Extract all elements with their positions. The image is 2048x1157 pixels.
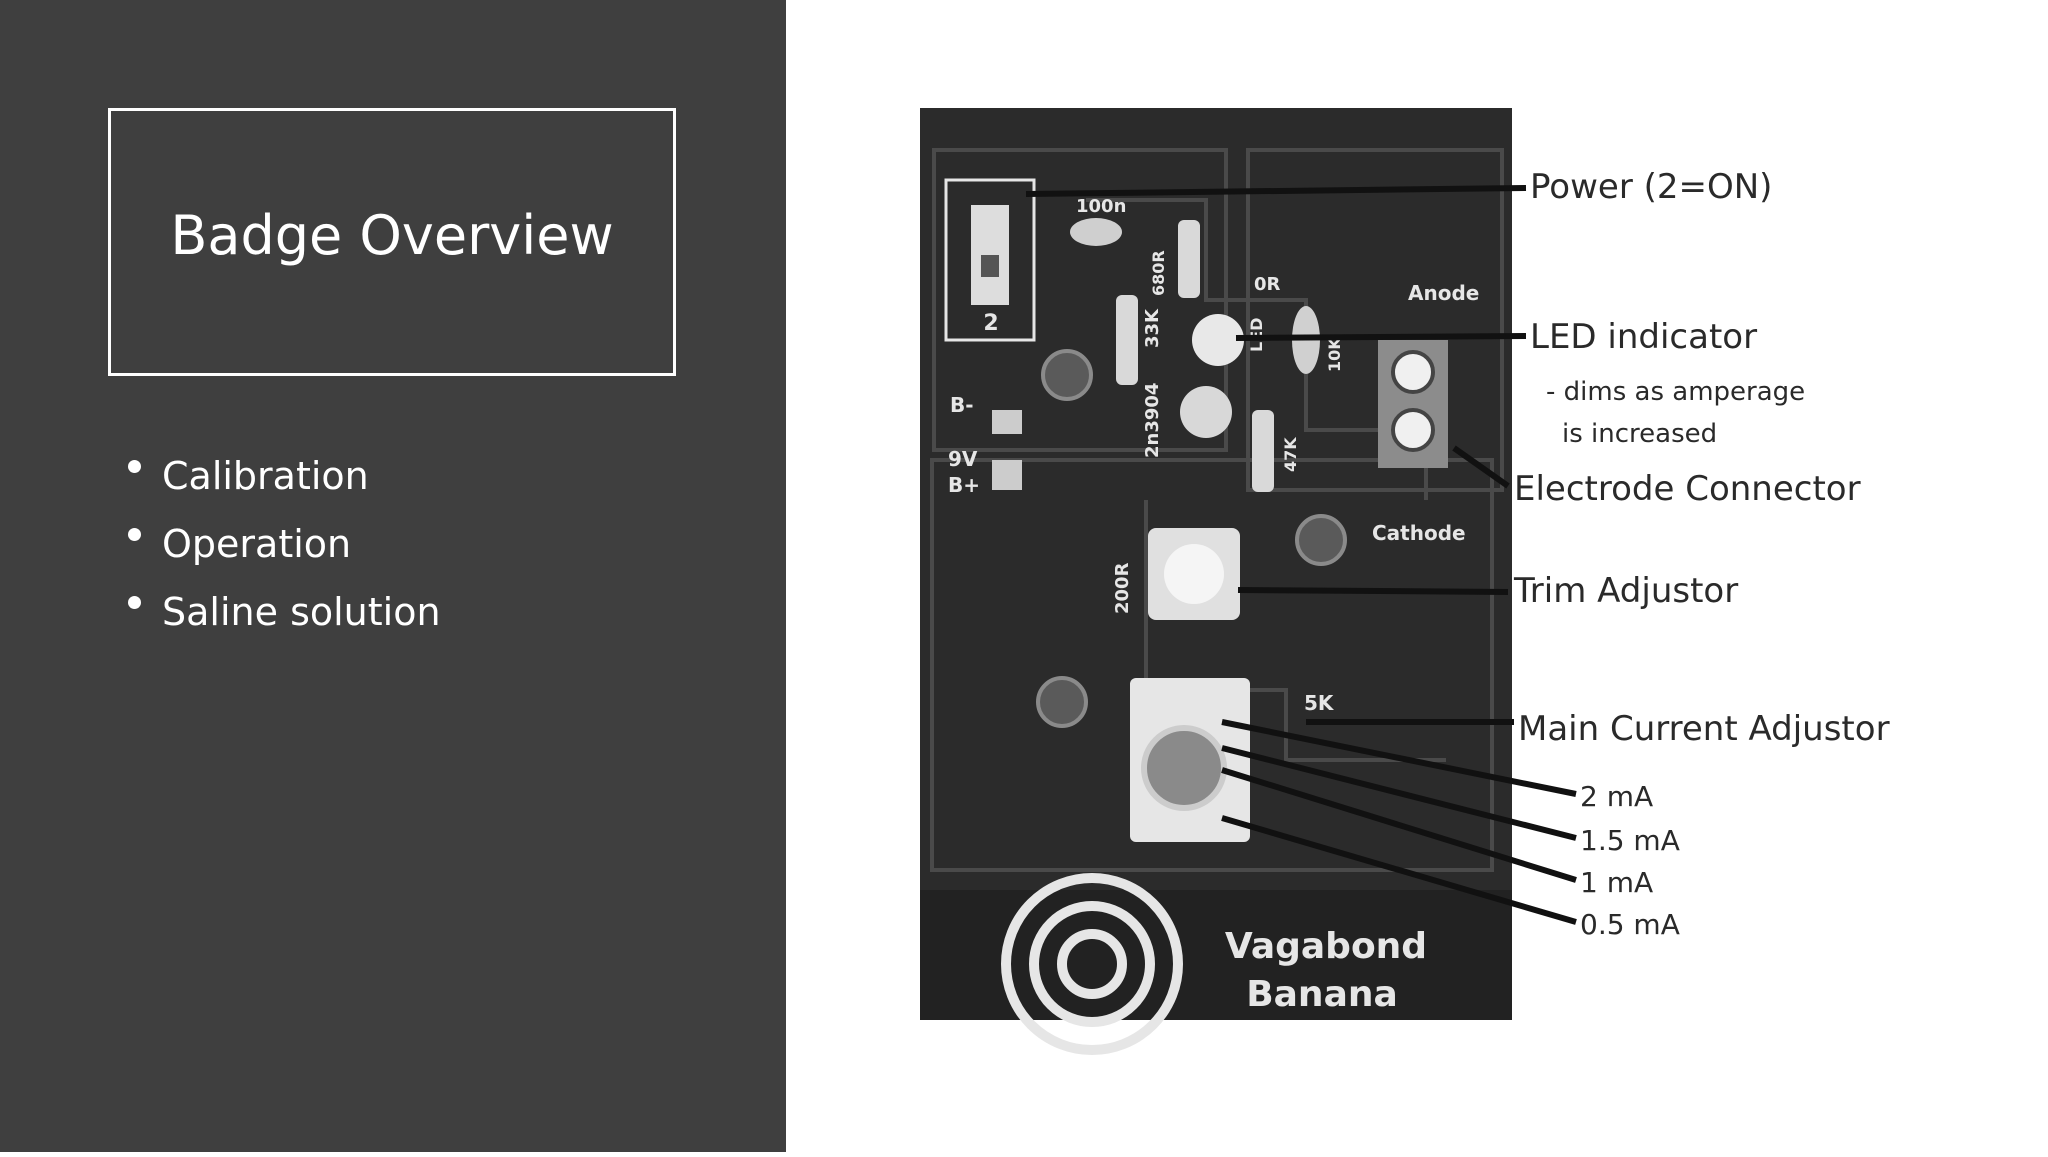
electrode-callout-label: Electrode Connector: [1514, 469, 1861, 509]
battery-plus-label: B+: [948, 473, 980, 497]
trim-value-label: 200R: [1112, 562, 1133, 614]
led-indicator: [1192, 314, 1244, 366]
power-callout-line: [1025, 185, 1527, 197]
trim-callout-line: [1237, 587, 1509, 595]
mounting-hole: [1041, 349, 1093, 401]
power-callout-label: Power (2=ON): [1530, 167, 1772, 207]
current-level-1ma: 1 mA: [1580, 866, 1653, 899]
current-level-1-5ma: 1.5 mA: [1580, 824, 1680, 857]
battery-pad: [992, 410, 1022, 434]
resistor: [1116, 295, 1138, 385]
pcb-trace: [1144, 500, 1446, 762]
current-1-5ma-line: [1221, 745, 1577, 841]
anode-terminal: [1391, 350, 1435, 394]
resistor: [1178, 220, 1200, 298]
switch-outline: [944, 178, 1036, 342]
resistor-10k-label: 10K: [1325, 337, 1344, 372]
main-current-dial: [1141, 725, 1227, 811]
mounting-hole: [1295, 514, 1347, 566]
led-note-line1: - dims as amperage: [1546, 377, 1805, 407]
brand-logo-ring: [1029, 901, 1155, 1027]
switch-knob: [981, 255, 999, 277]
anode-label: Anode: [1408, 281, 1479, 305]
zero-ohm-label: 0R: [1254, 274, 1281, 295]
brand-logo-ring: [1057, 929, 1127, 999]
capacitor-label: 100n: [1076, 196, 1126, 217]
title-box: Badge Overview: [108, 108, 676, 376]
brand-name-line2: Banana: [1246, 974, 1398, 1015]
slide-title: Badge Overview: [170, 203, 614, 267]
mounting-hole: [1036, 676, 1088, 728]
resistor: [1252, 410, 1274, 492]
resistor-47k-label: 47K: [1281, 437, 1300, 472]
bullet-item: Saline solution: [124, 582, 441, 650]
pcb-trace: [1246, 148, 1504, 492]
led-note-line2: is increased: [1562, 419, 1717, 449]
current-0-5ma-line: [1221, 815, 1577, 925]
trim-callout-label: Trim Adjustor: [1513, 571, 1738, 611]
electrode-callout-line: [1452, 445, 1510, 489]
bullet-item: Operation: [124, 514, 441, 582]
pcb-board: 2 100n 680R 0R Anode 33K LED 10K B-: [920, 108, 1512, 1055]
transistor: [1180, 386, 1232, 438]
transistor-label: 2n3904: [1142, 383, 1163, 458]
led-callout-line: [1235, 333, 1527, 341]
capacitor: [1070, 218, 1122, 246]
left-panel: Badge Overview Calibration Operation Sal…: [0, 0, 786, 1152]
brand-logo-ring: [1001, 873, 1183, 1055]
led-callout-label: LED indicator: [1530, 317, 1757, 357]
pot-value-label: 5K: [1304, 691, 1335, 715]
badge-diagram: 2 100n 680R 0R Anode 33K LED 10K B-: [920, 108, 1890, 1055]
bullet-item: Calibration: [124, 446, 441, 514]
resistor-33k-label: 33K: [1142, 308, 1163, 348]
callout-labels: Power (2=ON) LED indicator - dims as amp…: [1513, 167, 1890, 941]
current-level-0-5ma: 0.5 mA: [1580, 908, 1680, 941]
led-silk-label: LED: [1247, 318, 1266, 352]
bullet-list: Calibration Operation Saline solution: [124, 446, 441, 650]
switch-position-label: 2: [983, 311, 998, 336]
pcb-trace: [930, 458, 1494, 872]
cathode-label: Cathode: [1372, 521, 1466, 545]
battery-pad: [992, 460, 1022, 490]
nine-volt-label: 9V: [948, 447, 978, 471]
badge-figure: 2 100n 680R 0R Anode 33K LED 10K B-: [786, 0, 2048, 1152]
current-1ma-line: [1221, 767, 1577, 883]
current-level-2ma: 2 mA: [1580, 780, 1653, 813]
brand-name-line1: Vagabond: [1225, 926, 1427, 967]
trim-dial: [1164, 544, 1224, 604]
current-2ma-line: [1221, 719, 1577, 797]
cathode-terminal: [1391, 408, 1435, 452]
main-current-callout-label: Main Current Adjustor: [1518, 709, 1890, 749]
battery-minus-label: B-: [950, 393, 974, 417]
resistor-label: 680R: [1149, 250, 1168, 296]
callout-lines: [1025, 185, 1577, 925]
